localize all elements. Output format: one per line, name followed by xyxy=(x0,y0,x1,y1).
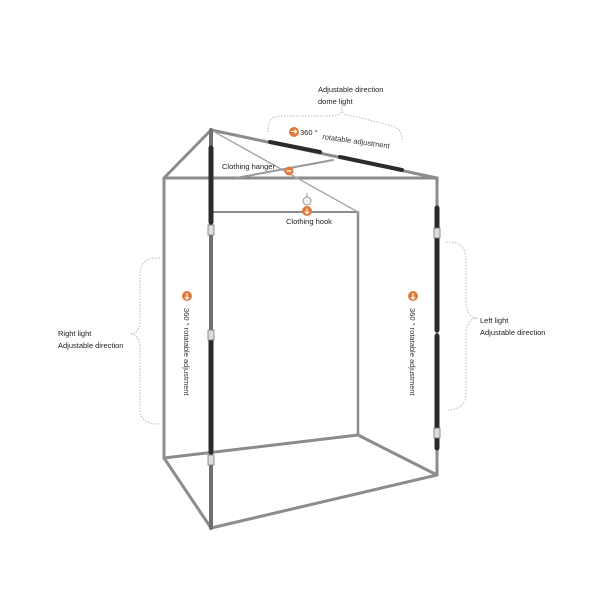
frame-floor-right xyxy=(356,433,439,477)
hook-icon xyxy=(302,193,312,216)
frame-roof-left xyxy=(162,128,213,180)
frame-floor-front xyxy=(209,473,439,530)
frame-floor-back xyxy=(162,433,360,460)
left-light-line1: Left light xyxy=(480,316,509,325)
clothing-hanger-bar xyxy=(235,159,334,179)
rotate-arrow-icon xyxy=(182,291,192,301)
right-rotation-text: 360 ° rotatable adjustment xyxy=(182,308,191,397)
dome-bracket xyxy=(267,107,403,141)
dome-title-line1: Adjustable direction xyxy=(318,85,383,94)
clothing-hanger-label: Clothing hanger xyxy=(222,162,275,171)
light-bars xyxy=(208,140,440,455)
frame-floor-left xyxy=(162,456,213,530)
rotate-arrow-icon xyxy=(408,291,418,301)
left-light-bracket xyxy=(445,241,479,411)
dome-rotation-degrees: 360 ° xyxy=(300,128,318,137)
right-light-line2: Adjustable direction xyxy=(58,341,123,350)
clothing-hook-label: Clothing hook xyxy=(286,217,332,226)
rotate-arrow-icon xyxy=(284,166,294,176)
joint xyxy=(433,427,441,439)
dome-light-2 xyxy=(338,155,404,172)
dome-rotation-text: rotatable adjustment xyxy=(322,132,391,150)
joints xyxy=(207,224,441,466)
frame xyxy=(162,128,439,530)
left-rotation-text: 360 ° rotatable adjustment xyxy=(408,308,417,397)
right-light-bracket xyxy=(129,257,161,425)
brackets xyxy=(129,104,479,425)
right-light-line1: Right light xyxy=(58,329,92,338)
joint xyxy=(207,224,215,236)
left-light-line2: Adjustable direction xyxy=(480,328,545,337)
dome-light-1 xyxy=(268,140,322,154)
joint xyxy=(207,329,215,341)
joint xyxy=(207,454,215,466)
dome-title-line2: dome light xyxy=(318,97,354,106)
joint xyxy=(433,227,441,239)
rotate-arrow-icon xyxy=(289,127,299,137)
